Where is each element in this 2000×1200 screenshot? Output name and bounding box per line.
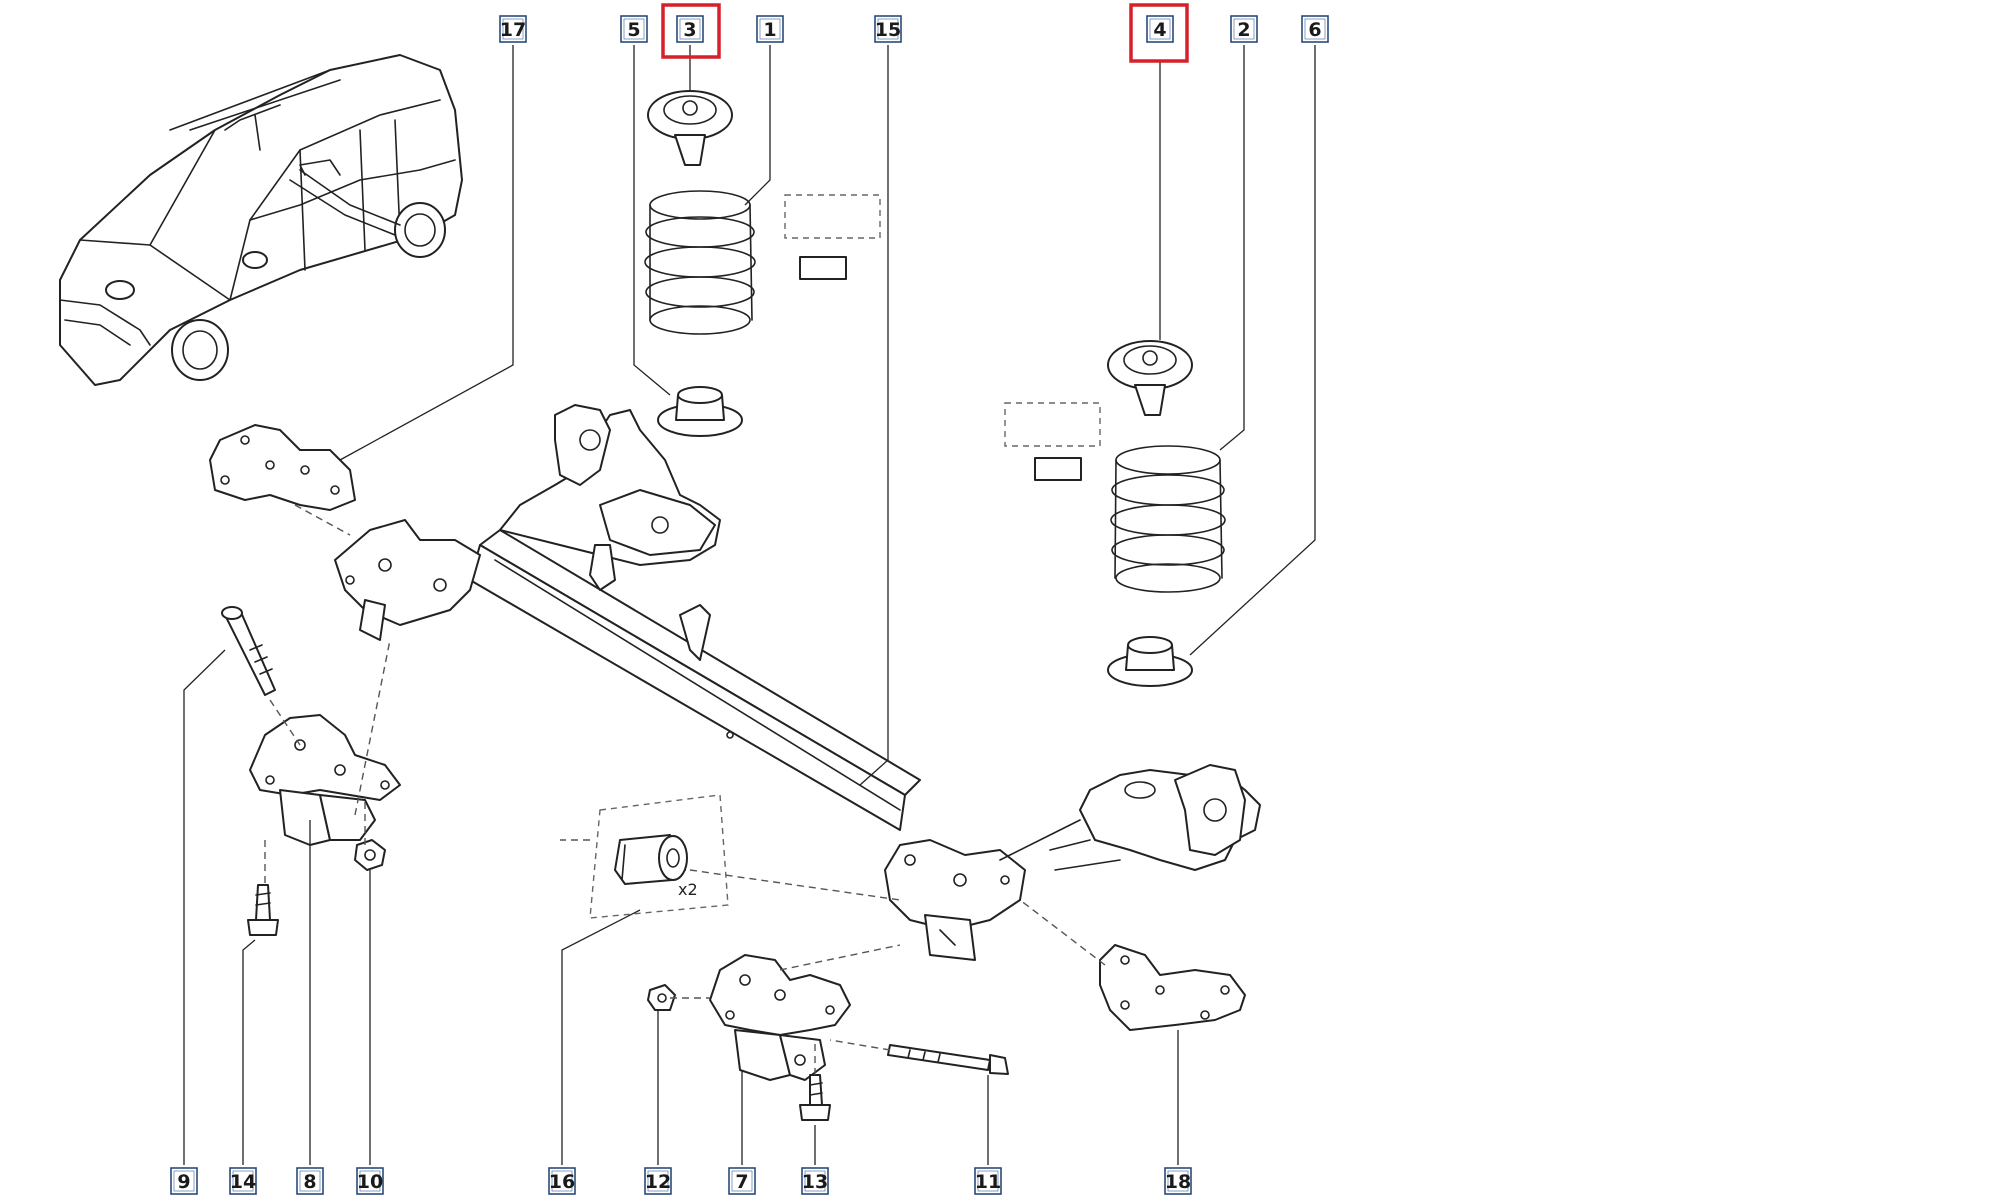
callout-14: 14: [229, 1167, 257, 1195]
spring-seat-top-4: [1107, 340, 1193, 416]
callout-13-text: 13: [802, 1171, 828, 1193]
callout-8-text: 8: [303, 1171, 316, 1193]
callout-2: 2: [1230, 15, 1258, 43]
bushing-16-group: [589, 794, 729, 919]
callout-1-text: 1: [763, 19, 776, 41]
callout-18-text: 18: [1165, 1171, 1191, 1193]
callout-12: 12: [644, 1167, 672, 1195]
spring-marking-left: [799, 256, 847, 280]
mounting-plate-right: [1099, 944, 1246, 1031]
support-bracket-left: [249, 714, 401, 846]
callout-10: 10: [356, 1167, 384, 1195]
callout-11-text: 11: [975, 1171, 1001, 1193]
bolt-13: [799, 1074, 831, 1121]
callout-14-text: 14: [230, 1171, 256, 1193]
spring-option-box-left: [784, 194, 881, 239]
long-bolt-9: [221, 606, 276, 696]
callout-7-text: 7: [735, 1171, 748, 1193]
spring-seat-top-3: [647, 90, 733, 166]
callout-15-text: 15: [875, 19, 901, 41]
callout-3-text: 3: [683, 19, 696, 41]
spring-marking-right: [1034, 457, 1082, 481]
callout-8: 8: [296, 1167, 324, 1195]
vehicle-illustration: [59, 54, 463, 386]
highlight-callout-3: [661, 3, 721, 59]
spring-option-box-right: [1004, 402, 1101, 447]
spring-pad-5: [657, 386, 743, 437]
callout-6: 6: [1301, 15, 1329, 43]
callout-7: 7: [728, 1167, 756, 1195]
callout-11: 11: [974, 1167, 1002, 1195]
mounting-plate-left: [209, 424, 356, 511]
callout-12-text: 12: [645, 1171, 671, 1193]
nut-10: [354, 839, 386, 871]
callout-1: 1: [756, 15, 784, 43]
callout-16: 16: [548, 1167, 576, 1195]
callout-5: 5: [620, 15, 648, 43]
support-bracket-right: [709, 954, 851, 1081]
callout-3: 3: [676, 15, 704, 43]
highlight-callout-4: [1129, 3, 1189, 63]
clip-12: [647, 984, 676, 1011]
callout-5-text: 5: [627, 19, 640, 41]
mounting-plate-right-holes: [1120, 955, 1230, 1020]
callout-6-text: 6: [1308, 19, 1321, 41]
rear-axle-beam: [334, 404, 1261, 961]
callout-2-text: 2: [1237, 19, 1250, 41]
leader-lines: [183, 45, 1316, 1165]
callout-17-text: 17: [500, 19, 526, 41]
callout-15: 15: [874, 15, 902, 43]
callout-16-text: 16: [549, 1171, 575, 1193]
coil-spring-2: [1110, 445, 1226, 593]
callout-9-text: 9: [177, 1171, 190, 1193]
long-bolt-11: [887, 1044, 1009, 1075]
quantity-note: x2: [678, 880, 698, 899]
callout-17: 17: [499, 15, 527, 43]
callout-10-text: 10: [357, 1171, 383, 1193]
callout-4-text: 4: [1153, 19, 1166, 41]
callout-18: 18: [1164, 1167, 1192, 1195]
spring-pad-6: [1107, 636, 1193, 687]
callout-9: 9: [170, 1167, 198, 1195]
bolt-14: [247, 884, 279, 936]
mounting-plate-left-holes: [220, 435, 340, 495]
coil-spring-1: [644, 190, 756, 335]
callout-13: 13: [801, 1167, 829, 1195]
callout-4: 4: [1146, 15, 1174, 43]
assembly-guides: [264, 504, 1106, 1075]
